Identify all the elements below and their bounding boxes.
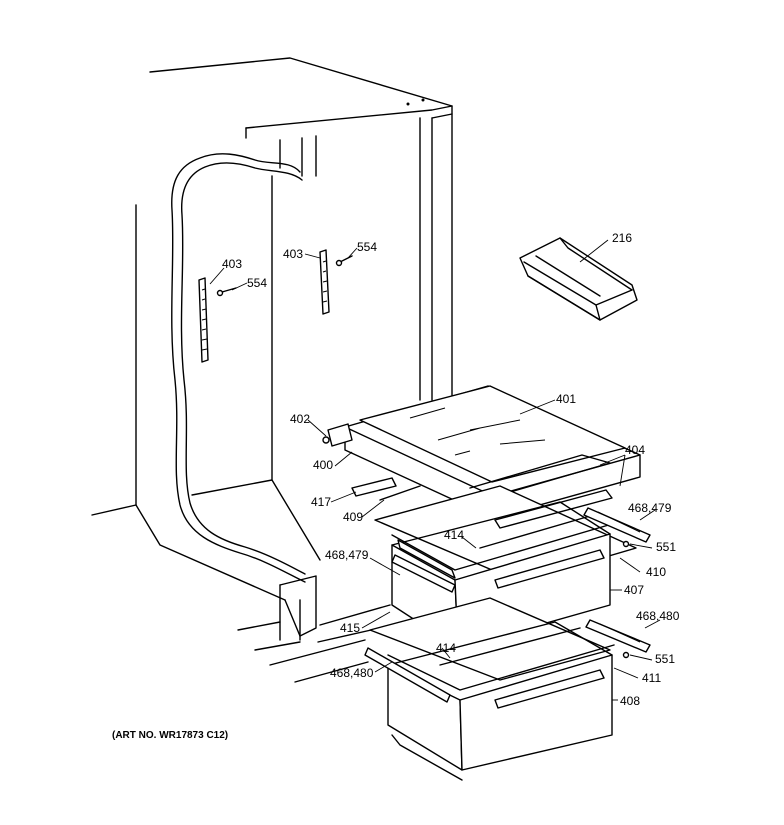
lower-crisper-drawer	[387, 621, 615, 781]
label-414-upper: 414	[444, 528, 464, 542]
slide-rail-lower-left	[364, 647, 451, 703]
slide-rail-upper-left	[391, 554, 456, 593]
label-409: 409	[343, 510, 363, 524]
label-408: 408	[620, 694, 640, 708]
slide-rail-lower-right	[585, 619, 651, 653]
label-468-479-left: 468,479	[325, 548, 369, 562]
label-415: 415	[340, 621, 360, 635]
shelf-ladder-left	[198, 277, 209, 363]
label-404: 404	[625, 443, 645, 457]
label-216: 216	[612, 231, 632, 245]
screw-554-right	[335, 255, 353, 267]
label-410: 410	[646, 565, 666, 579]
label-554-right: 554	[357, 240, 377, 254]
shelf-rail-417	[351, 477, 421, 501]
leader-lines	[209, 239, 661, 701]
label-551-upper: 551	[656, 540, 676, 554]
label-417: 417	[311, 495, 331, 509]
label-407: 407	[624, 583, 644, 597]
label-403-left: 403	[222, 257, 242, 271]
refrigerator-cabinet	[91, 57, 453, 683]
label-401: 401	[556, 392, 576, 406]
label-468-479-right: 468,479	[628, 501, 672, 515]
label-414-lower: 414	[436, 641, 456, 655]
label-554-left: 554	[247, 276, 267, 290]
screw-554-left	[216, 287, 237, 297]
stop-551-upper	[622, 540, 630, 548]
part-labels: 216 554 403 403 554 401 402 404 400 417 …	[222, 231, 680, 708]
art-number: (ART NO. WR17873 C12)	[112, 730, 228, 741]
label-400: 400	[313, 458, 333, 472]
slide-rail-upper-right	[583, 507, 651, 543]
label-551-lower: 551	[655, 652, 675, 666]
label-468-480-right: 468,480	[636, 609, 680, 623]
label-403-right: 403	[283, 247, 303, 261]
glass-shelf-assembly	[322, 385, 641, 519]
shelf-ladder-right	[319, 249, 330, 315]
label-468-480-left: 468,480	[330, 666, 374, 680]
door-bin	[519, 237, 638, 321]
label-411: 411	[642, 671, 661, 685]
label-402: 402	[290, 412, 310, 426]
stop-551-lower	[622, 651, 630, 659]
